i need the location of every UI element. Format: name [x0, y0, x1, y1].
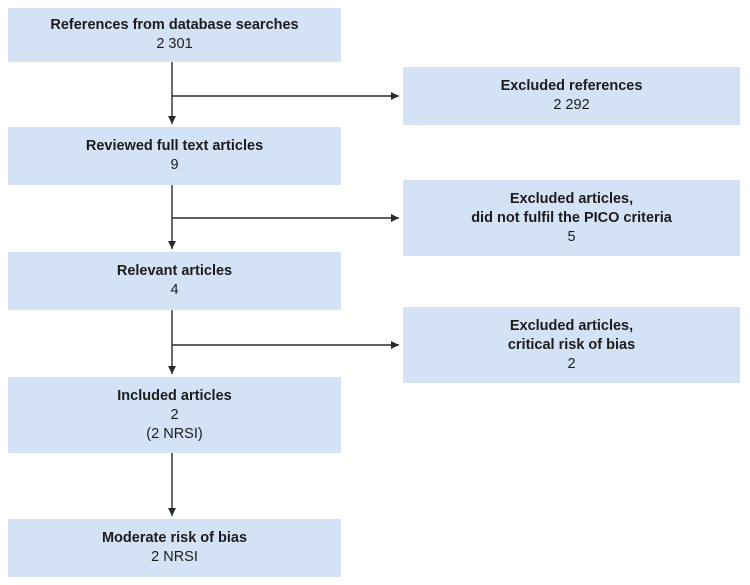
box-title: Moderate risk of bias	[101, 530, 248, 546]
box-excluded-critical-risk: Excluded articles, critical risk of bias…	[403, 307, 740, 383]
box-count: 2	[170, 406, 179, 423]
box-title: Included articles	[117, 387, 232, 404]
box-title: Excluded references	[500, 78, 643, 94]
box-moderate-risk-of-bias: Moderate risk of bias 2 NRSI	[8, 519, 341, 577]
box-title: Relevant articles	[116, 263, 233, 279]
box-reviewed-full-text: Reviewed full text articles 9	[8, 127, 341, 185]
box-count: 2 301	[156, 36, 193, 52]
box-title: Excluded articles,	[509, 317, 634, 334]
box-subtitle: did not fulfil the PICO criteria	[471, 209, 672, 226]
box-title: References from database searches	[50, 17, 299, 33]
box-count: 2	[567, 355, 576, 372]
box-title: Excluded articles,	[509, 190, 634, 207]
box-included-articles: Included articles 2 (2 NRSI)	[8, 377, 341, 453]
box-count: 2 292	[553, 97, 590, 113]
box-excluded-pico-criteria: Excluded articles, did not fulfil the PI…	[403, 180, 740, 256]
box-count: 9	[170, 157, 179, 173]
box-count: 4	[170, 282, 179, 298]
box-excluded-references: Excluded references 2 292	[403, 67, 740, 125]
box-subtitle: critical risk of bias	[507, 336, 636, 353]
box-relevant-articles: Relevant articles 4	[8, 252, 341, 310]
box-references-database-searches: References from database searches 2 301	[8, 8, 341, 62]
box-note: (2 NRSI)	[146, 425, 203, 442]
box-count: 2 NRSI	[151, 549, 198, 565]
box-count: 5	[567, 228, 576, 245]
box-title: Reviewed full text articles	[85, 138, 264, 154]
